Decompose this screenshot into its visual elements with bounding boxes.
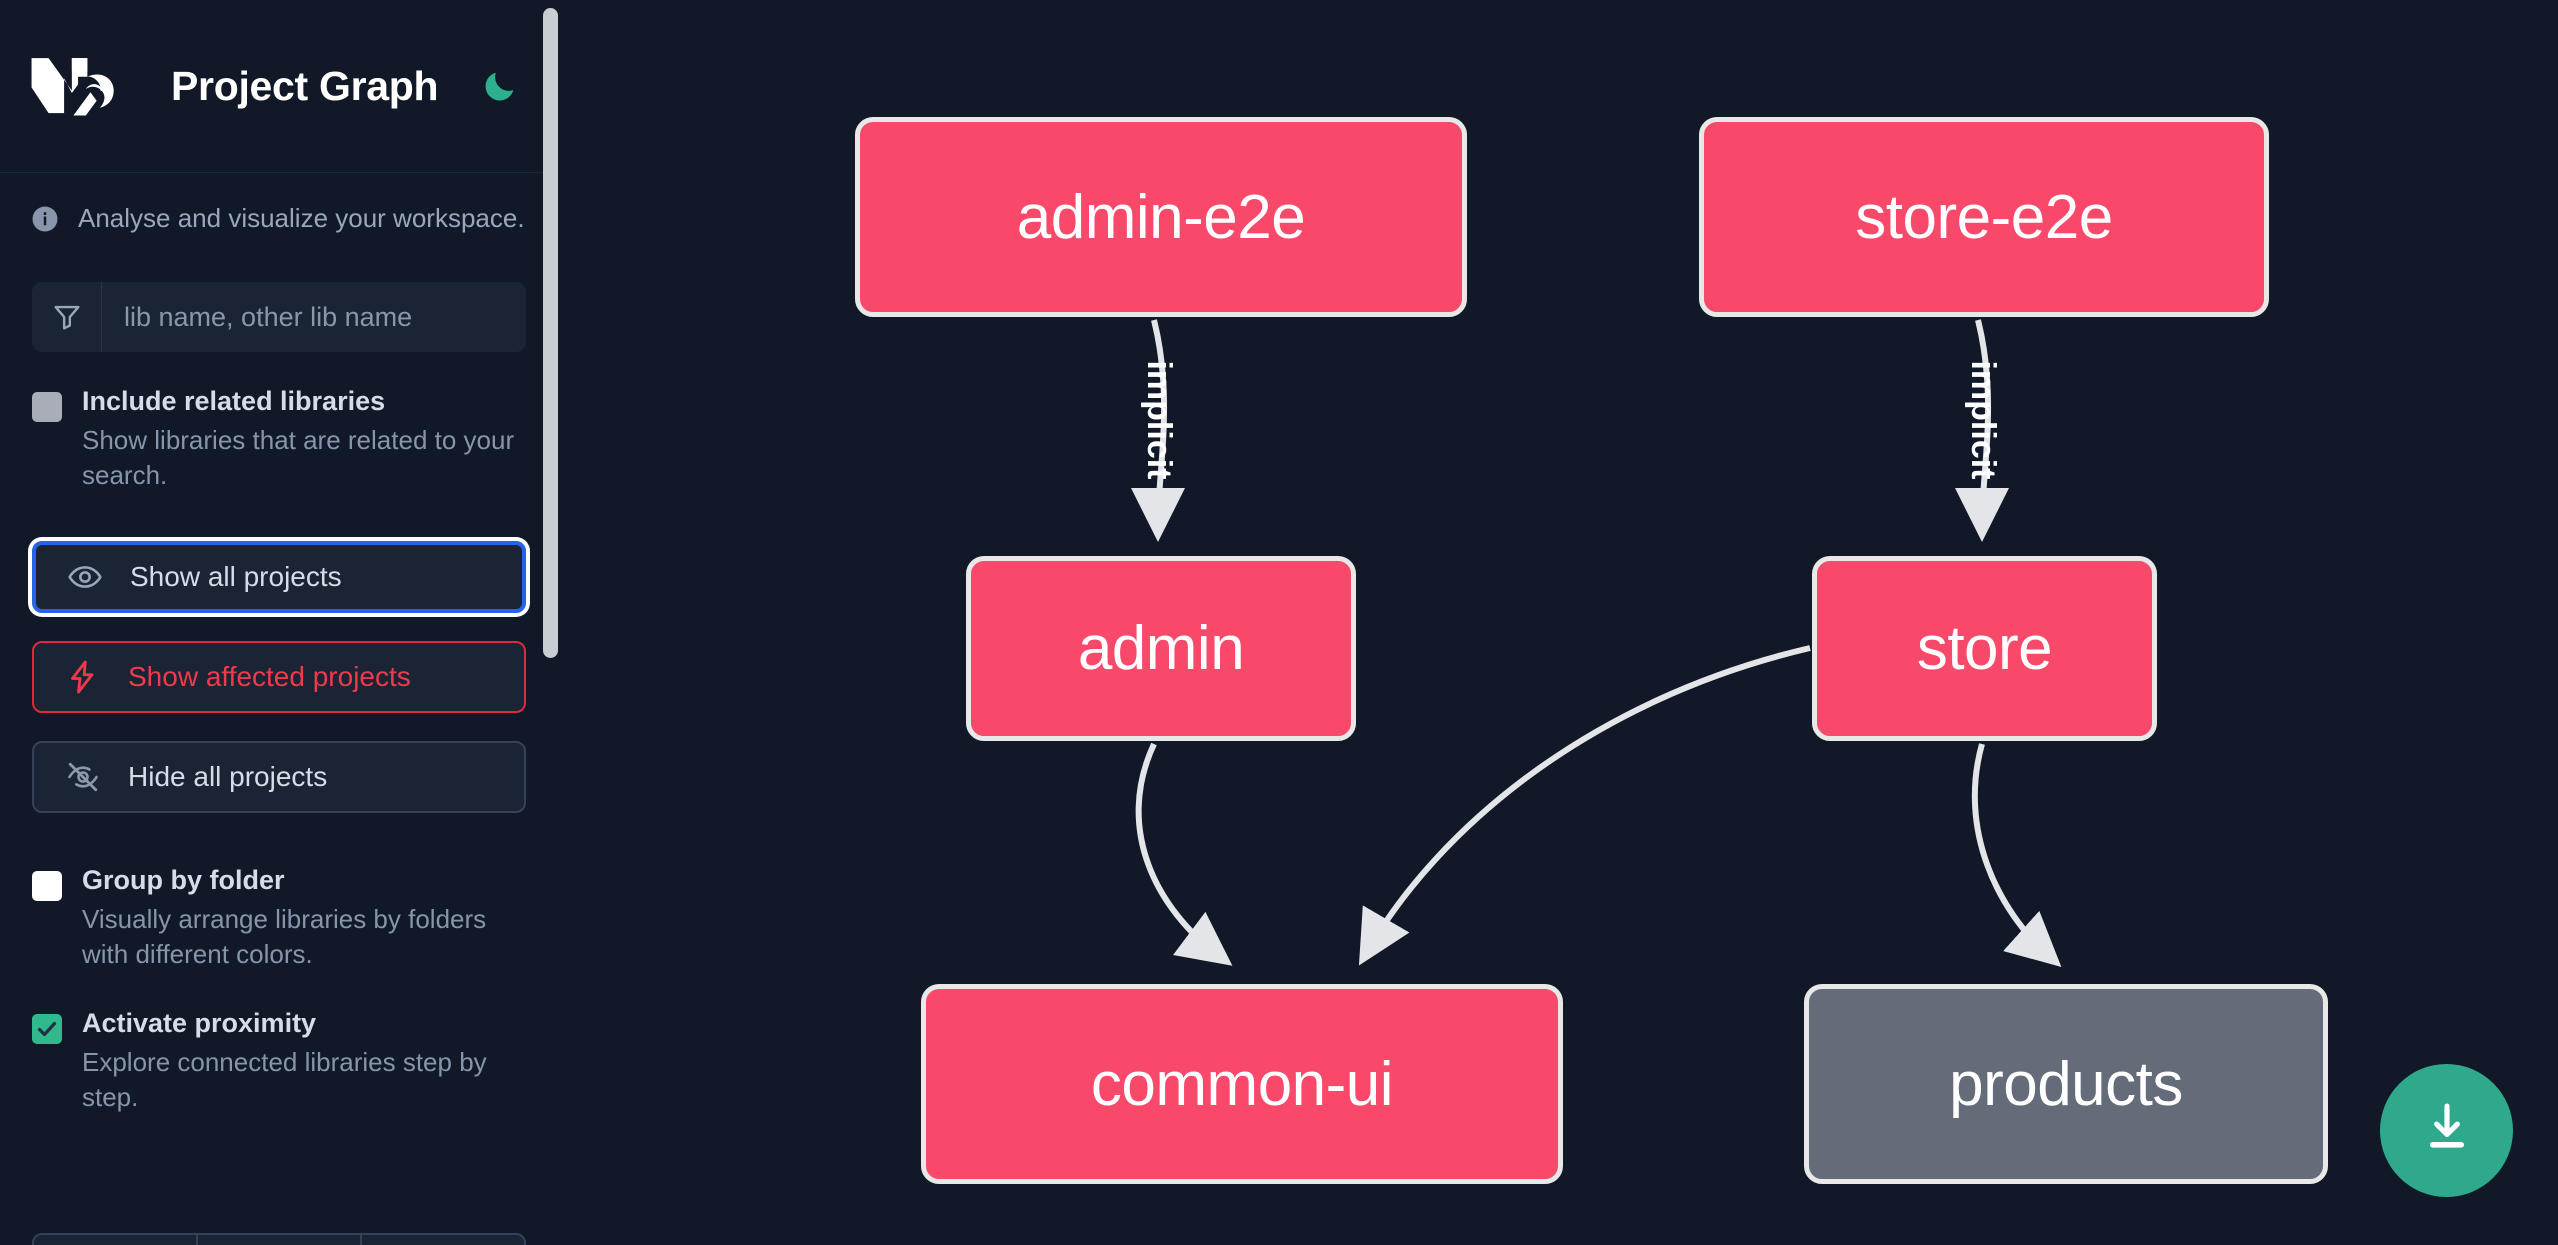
edge-admin-e2e-admin: [1131, 319, 1186, 542]
sidebar: Project Graph Analyse and visualize your…: [0, 0, 558, 1245]
segment-3[interactable]: [362, 1235, 524, 1245]
graph-node-common-ui[interactable]: common-ui: [921, 984, 1563, 1184]
filter-funnel-icon: [32, 282, 102, 352]
graph-node-store[interactable]: store: [1812, 556, 2157, 741]
sidebar-info-row: Analyse and visualize your workspace.: [0, 173, 558, 234]
sidebar-header: Project Graph: [0, 0, 558, 173]
node-label: common-ui: [1090, 1049, 1394, 1119]
option-group-by-folder[interactable]: Group by folder Visually arrange librari…: [0, 865, 558, 972]
option-description: Visually arrange libraries by folders wi…: [82, 903, 487, 969]
node-label: products: [1949, 1049, 2183, 1119]
graph-node-store-e2e[interactable]: store-e2e: [1699, 117, 2269, 317]
option-title: Group by folder: [82, 865, 285, 896]
edge-store-e2e-store: [1955, 319, 2010, 542]
graph-node-admin[interactable]: admin: [966, 556, 1356, 741]
graph-node-products[interactable]: products: [1804, 984, 2328, 1184]
search-input[interactable]: [102, 282, 526, 352]
sidebar-scrollbar[interactable]: [543, 8, 558, 658]
info-circle-icon: [30, 204, 60, 234]
segment-2[interactable]: [198, 1235, 362, 1245]
option-activate-proximity[interactable]: Activate proximity Explore connected lib…: [0, 1008, 558, 1115]
eye-off-icon: [64, 758, 102, 796]
moon-icon[interactable]: [478, 64, 522, 108]
show-all-projects-label: Show all projects: [130, 561, 342, 593]
edge-label-implicit-store: implicit: [1964, 360, 2002, 479]
hide-all-projects-button[interactable]: Hide all projects: [32, 741, 526, 814]
option-title: Include related libraries: [82, 386, 386, 416]
edge-store-products: [1971, 743, 2062, 968]
graph-canvas[interactable]: implicit implicit admin-e2e store-e2e ad…: [558, 0, 2558, 1245]
group-by-folder-checkbox[interactable]: [32, 871, 62, 902]
include-related-libraries-checkbox[interactable]: [32, 392, 62, 422]
show-affected-projects-label: Show affected projects: [128, 661, 411, 693]
graph-node-admin-e2e[interactable]: admin-e2e: [855, 117, 1467, 317]
node-label: admin-e2e: [1016, 182, 1306, 252]
lightning-bolt-icon: [64, 658, 102, 696]
hide-all-projects-label: Hide all projects: [128, 761, 328, 793]
page-title: Project Graph: [171, 62, 439, 109]
option-description: Show libraries that are related to your …: [82, 424, 515, 490]
show-affected-projects-button[interactable]: Show affected projects: [32, 641, 526, 714]
sidebar-scroll-area[interactable]: Project Graph Analyse and visualize your…: [0, 0, 558, 1245]
segment-1[interactable]: [34, 1235, 198, 1245]
activate-proximity-checkbox[interactable]: [32, 1014, 62, 1045]
download-icon: [2416, 1097, 2478, 1164]
node-label: admin: [1077, 614, 1245, 683]
node-label: store: [1916, 614, 2053, 683]
search-field-wrapper[interactable]: [32, 282, 526, 352]
option-description: Explore connected libraries step by step…: [82, 1046, 487, 1113]
edge-label-implicit-admin: implicit: [1140, 360, 1178, 479]
nx-logo-icon: [30, 55, 123, 117]
eye-icon: [66, 558, 104, 596]
edge-admin-common-ui: [1135, 742, 1233, 966]
show-all-projects-button[interactable]: Show all projects: [32, 541, 526, 614]
edge-store-common-ui: [1358, 645, 1811, 966]
text-filter-segmented-control[interactable]: [32, 1233, 526, 1245]
node-label: store-e2e: [1855, 182, 2113, 252]
download-graph-button[interactable]: [2380, 1064, 2513, 1197]
option-include-related-libraries[interactable]: Include related libraries Show libraries…: [0, 386, 558, 493]
graph-edges: implicit implicit: [1131, 319, 2062, 968]
sidebar-info-text: Analyse and visualize your workspace.: [78, 203, 525, 233]
option-title: Activate proximity: [82, 1008, 317, 1039]
